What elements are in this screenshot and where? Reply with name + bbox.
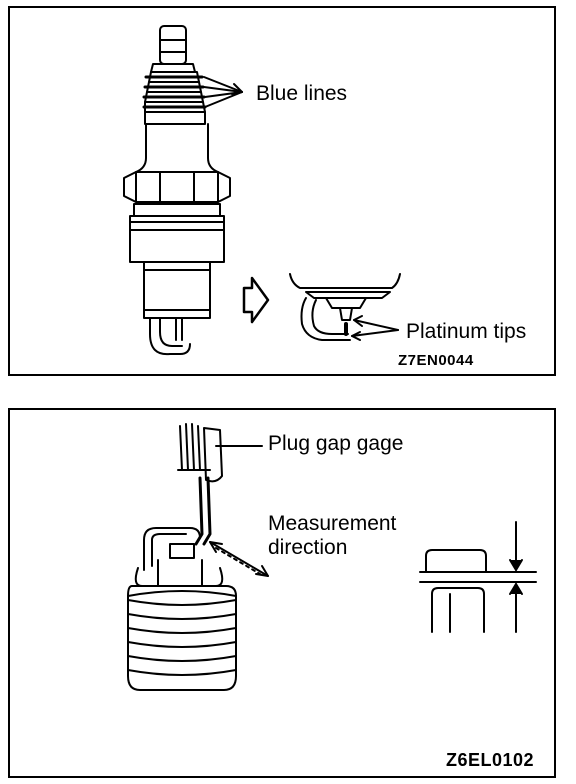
plug-thread: [143, 261, 211, 319]
plug-body: [129, 221, 225, 263]
plug-insulator: [135, 123, 219, 173]
measurement-label-line2: direction: [268, 536, 348, 559]
gap-gage-tool: [203, 427, 223, 483]
electrode-detail: [289, 273, 401, 289]
spark-plug-illustration: [123, 25, 401, 356]
figure-code-top: Z7EN0044: [398, 352, 474, 369]
plug-thread-body: [127, 585, 237, 691]
gap-diagram-bottom: [431, 587, 485, 633]
plug-hex: [123, 171, 231, 203]
ground-electrode-bottom: [143, 527, 201, 571]
blue-lines-label: Blue lines: [256, 82, 348, 105]
gap-gage-illustration: [127, 423, 537, 691]
figure-code-bottom: Z6EL0102: [446, 750, 535, 770]
plug-gap-gage-label: Plug gap gage: [268, 432, 404, 455]
insulator-rib: [150, 63, 196, 73]
gap-check-panel: Plug gap gage Measurement direction Z6EL…: [8, 408, 556, 778]
platinum-tips-label: Platinum tips: [406, 320, 527, 343]
measurement-label-line1: Measurement: [268, 512, 397, 535]
ground-electrode: [149, 317, 191, 356]
hollow-arrow: [242, 276, 270, 324]
gap-diagram-top: [425, 549, 487, 573]
spark-plug-panel: Blue lines Platinum tips Z7EN0044: [8, 6, 556, 376]
plug-terminal: [159, 25, 187, 65]
